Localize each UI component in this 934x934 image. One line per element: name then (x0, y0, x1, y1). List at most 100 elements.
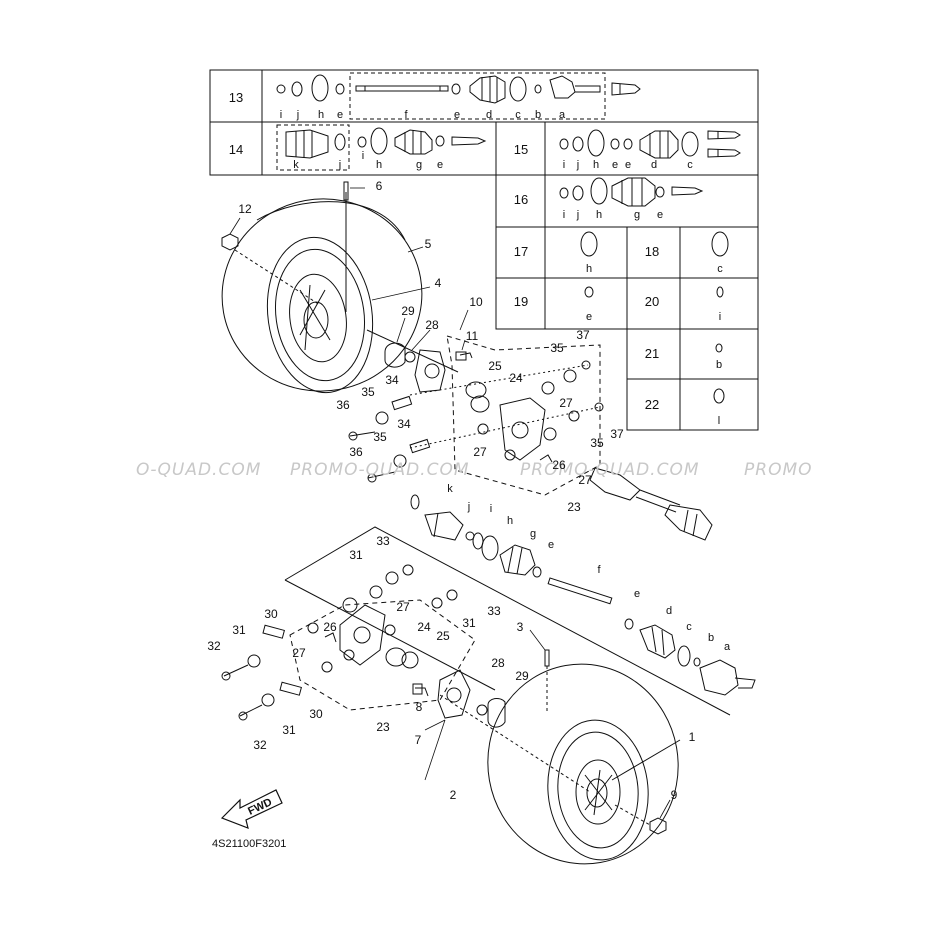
table-letter-14-k: k (293, 159, 299, 171)
watermark-1: O-QUAD.COM (136, 460, 261, 480)
callout-27-b7: 27 (578, 473, 592, 487)
callout-26: 26 (552, 458, 566, 472)
callout-36: 36 (336, 398, 350, 412)
table-letter-13-j: j (296, 109, 299, 121)
table-letter-15-e: e (625, 159, 631, 171)
table-letter-16-e: e (657, 209, 663, 221)
callout-10: 10 (469, 295, 483, 309)
shaft-letter-e-5: e (548, 539, 554, 551)
upper-driveshaft (410, 467, 756, 696)
table-ref-13: 13 (229, 90, 243, 105)
callout-23: 23 (567, 500, 581, 514)
fwd-label: FWD (246, 796, 274, 817)
callout-29-c1: 29 (515, 669, 529, 683)
table-letter-19-e: e (586, 311, 592, 323)
shaft-letter-a-11: a (724, 641, 731, 653)
table-ref-19: 19 (514, 294, 528, 309)
shaft-letter-e-7: e (634, 588, 640, 600)
callout-28-c0: 28 (491, 656, 505, 670)
table-letter-13-h: h (318, 109, 324, 121)
callout-7: 7 (415, 733, 422, 747)
callout-36-b2: 36 (349, 445, 363, 459)
table-letter-14-h: h (376, 159, 382, 171)
table-letter-15-i: i (563, 159, 565, 171)
part-code: 4S21100F3201 (212, 838, 286, 850)
callout-27: 27 (559, 396, 573, 410)
table-ref-14: 14 (229, 142, 243, 157)
lower-callout-33-b1: 33 (487, 604, 501, 618)
watermark-4: PROMO (744, 460, 813, 480)
table-letter-13-e: e (454, 109, 460, 121)
callout-3: 3 (517, 620, 524, 634)
row16-parts (559, 177, 704, 207)
callout-9: 9 (671, 788, 678, 802)
leader-lines (229, 187, 671, 819)
table-ref-18: 18 (645, 244, 659, 259)
reference-table (209, 69, 759, 431)
table-letter-15-d: d (651, 159, 657, 171)
callout-27-b4: 27 (473, 445, 487, 459)
upper-wheel (221, 181, 423, 394)
table-ref-20: 20 (645, 294, 659, 309)
table-letter-16-i: i (563, 209, 565, 221)
callout-5: 5 (425, 237, 432, 251)
row13-parts (276, 74, 641, 104)
lower-callout-23: 23 (376, 720, 390, 734)
table-letter-13-b: b (535, 109, 541, 121)
table-letter-21-b: b (716, 359, 722, 371)
lower-callout-31-b0: 31 (349, 548, 363, 562)
table-letter-17-h: h (586, 263, 592, 275)
shaft-letter-g-4: g (530, 528, 536, 540)
watermark: O-QUAD.COM PROMO-QUAD.COM PROMO-QUAD.COM… (136, 460, 813, 480)
callout-2: 2 (450, 788, 457, 802)
shaft-letter-b-10: b (708, 632, 714, 644)
lower-callout-27: 27 (396, 600, 410, 614)
table-letter-16-g: g (634, 209, 640, 221)
single-parts (580, 231, 729, 404)
shaft-letter-h-3: h (507, 515, 513, 527)
callout-25: 25 (488, 359, 502, 373)
table-ref-17: 17 (514, 244, 528, 259)
callout-29: 29 (401, 304, 415, 318)
table-letter-13-a: a (559, 109, 566, 121)
table-letter-13-c: c (515, 109, 521, 121)
callout-11: 11 (466, 329, 479, 343)
table-letter-15-j: j (576, 159, 579, 171)
lower-callout-27-b3: 27 (292, 646, 306, 660)
lower-callout-25: 25 (436, 629, 450, 643)
table-ref-16: 16 (514, 192, 528, 207)
shaft-letter-j-1: j (467, 501, 470, 513)
callout-6: 6 (376, 179, 383, 193)
shaft-letter-c-9: c (686, 621, 692, 633)
callout-8: 8 (416, 700, 423, 714)
callout-34: 34 (385, 373, 399, 387)
shaft-letter-k-0: k (447, 483, 453, 495)
table-letter-18-c: c (717, 263, 723, 275)
table-letter-15-e: e (612, 159, 618, 171)
lower-callout-24: 24 (417, 620, 431, 634)
table-letter-15-c: c (687, 159, 693, 171)
callout-28: 28 (425, 318, 439, 332)
lower-callout-32: 32 (207, 639, 221, 653)
watermark-3: PROMO-QUAD.COM (520, 460, 700, 480)
lower-callout-31-b2: 31 (462, 616, 476, 630)
table-letter-20-i: i (719, 311, 721, 323)
callout-35: 35 (361, 385, 375, 399)
lower-callout-33: 33 (376, 534, 390, 548)
table-letter-22-l: l (718, 415, 720, 427)
upper-assembly (221, 233, 604, 496)
fwd-arrow: FWD (220, 789, 283, 829)
callout-34-b1: 34 (397, 417, 411, 431)
lower-assembly (221, 526, 731, 793)
callout-12: 12 (238, 202, 252, 216)
callout-4: 4 (435, 276, 442, 290)
callout-37: 37 (576, 328, 590, 342)
callout-35-b5: 35 (590, 436, 604, 450)
table-letter-13-f: f (404, 109, 408, 121)
row15-parts (559, 129, 741, 159)
lower-callout-32-b6: 32 (253, 738, 267, 752)
table-letter-14-j: j (338, 159, 341, 171)
